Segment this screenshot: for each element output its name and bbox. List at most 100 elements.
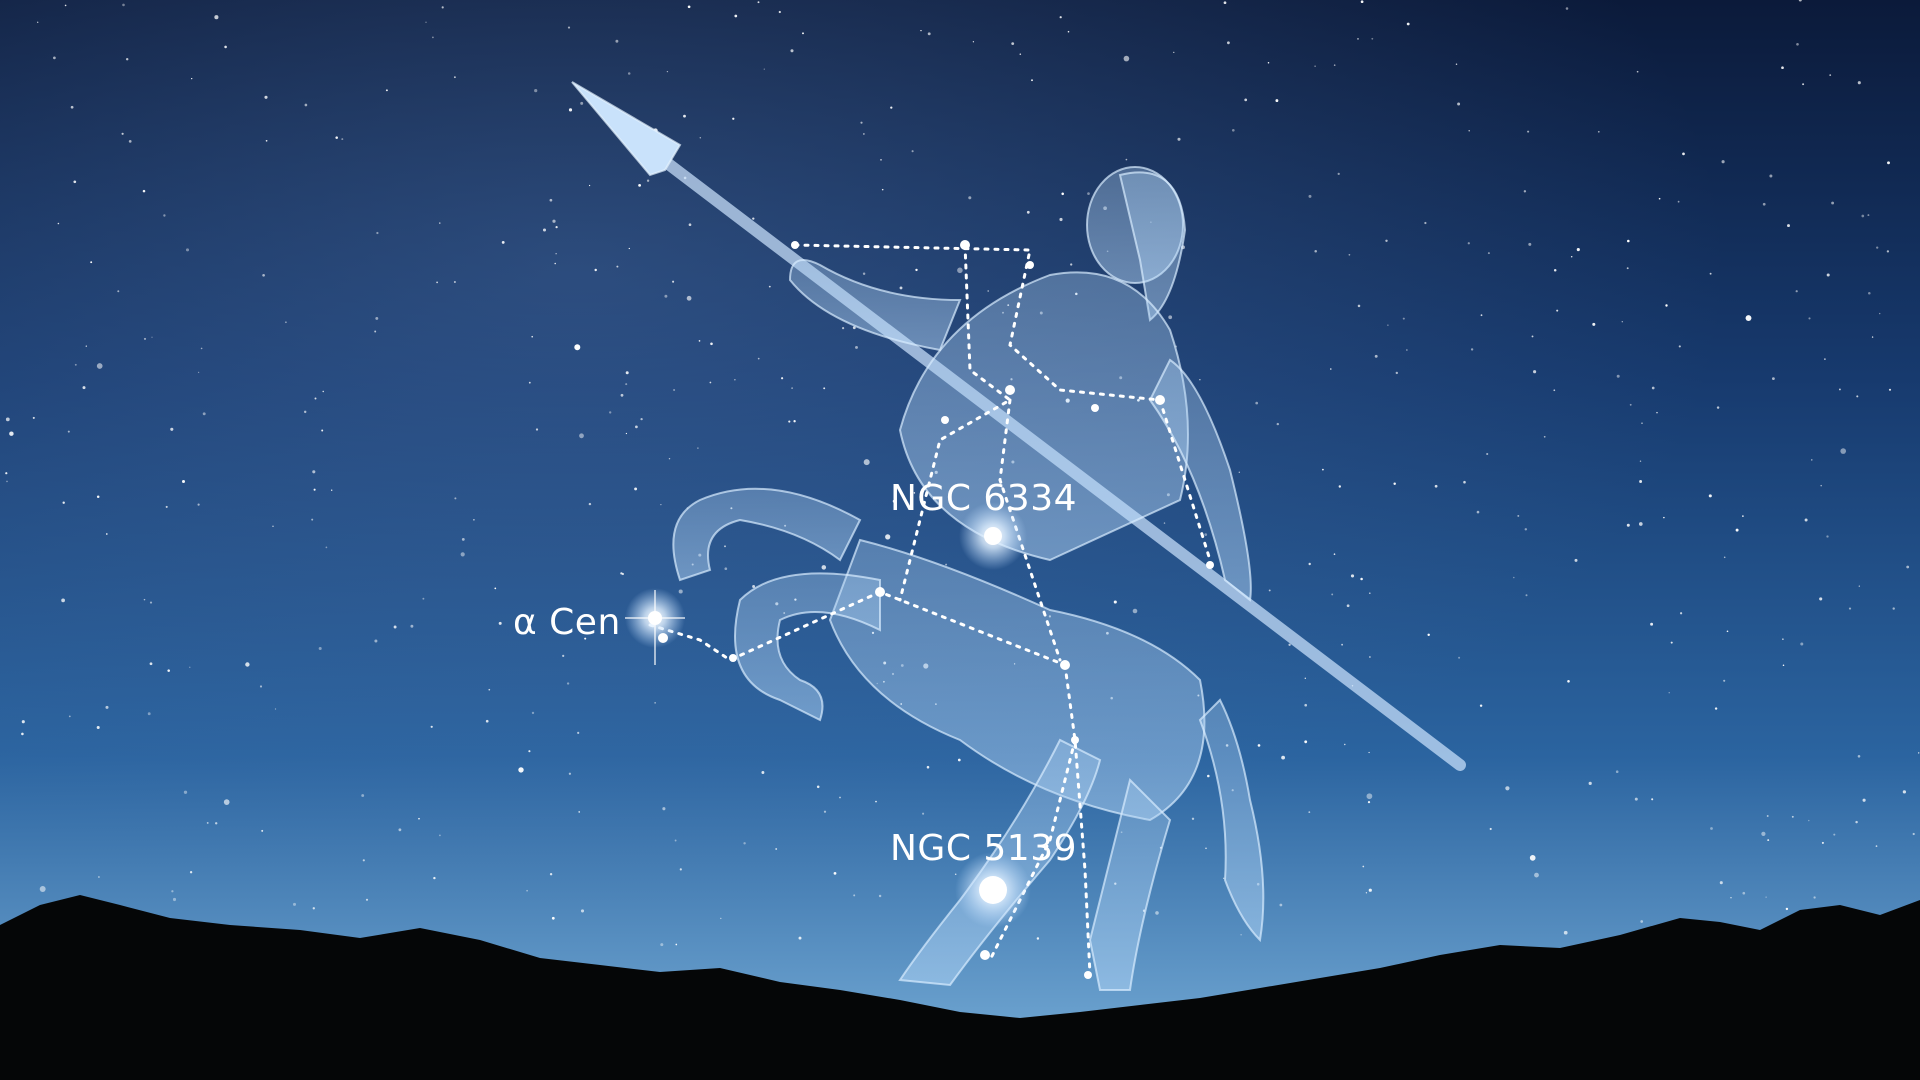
background-star — [1716, 406, 1720, 409]
background-star — [1663, 516, 1665, 519]
background-star — [418, 817, 420, 820]
background-star — [1553, 389, 1556, 392]
background-star — [1800, 642, 1804, 646]
background-star — [821, 565, 827, 570]
background-star — [432, 36, 434, 39]
background-star — [1357, 304, 1361, 308]
background-star — [1344, 743, 1346, 746]
star — [791, 241, 799, 249]
background-star — [1424, 221, 1427, 225]
background-star — [1489, 827, 1492, 831]
background-star — [1524, 528, 1528, 531]
background-star — [654, 702, 656, 704]
background-star — [331, 489, 333, 491]
background-star — [675, 943, 678, 946]
background-star — [1868, 291, 1871, 295]
background-star — [67, 430, 70, 433]
background-star — [664, 294, 668, 298]
background-star — [96, 495, 100, 498]
background-star — [833, 872, 837, 875]
background-star — [1563, 930, 1568, 935]
background-star — [292, 902, 297, 906]
background-star — [37, 21, 39, 23]
background-star — [554, 262, 556, 265]
background-star — [1682, 152, 1685, 156]
background-star — [588, 502, 592, 506]
background-star — [1346, 604, 1350, 608]
background-star — [1826, 273, 1830, 277]
background-star — [1333, 553, 1336, 555]
centaur-right-arm — [1148, 358, 1252, 602]
background-star — [82, 386, 86, 390]
star — [1206, 561, 1214, 569]
background-star — [1533, 370, 1537, 374]
background-star — [863, 133, 865, 135]
background-star — [1567, 680, 1570, 683]
background-star — [1026, 210, 1030, 214]
background-star — [322, 390, 324, 393]
background-star — [1360, 0, 1364, 4]
background-star — [172, 897, 177, 902]
background-star — [922, 812, 925, 815]
background-star — [1123, 55, 1130, 62]
background-star — [125, 57, 129, 61]
background-star — [1879, 312, 1881, 315]
background-star — [1513, 576, 1515, 579]
background-star — [1338, 485, 1341, 488]
ngc-6334-glow — [959, 502, 1027, 570]
background-star — [913, 492, 916, 494]
background-star — [531, 711, 535, 715]
background-star — [1871, 336, 1874, 338]
background-star — [1059, 16, 1062, 19]
background-star — [1458, 656, 1461, 659]
background-star — [460, 552, 465, 557]
background-star — [863, 459, 870, 466]
background-star — [1207, 774, 1210, 778]
background-star — [757, 1, 760, 4]
background-star — [1357, 38, 1359, 40]
background-star — [461, 538, 465, 541]
background-star — [1276, 422, 1280, 426]
background-star — [1782, 664, 1785, 667]
background-star — [1155, 911, 1159, 915]
background-star — [1708, 494, 1712, 498]
background-star — [285, 321, 287, 324]
label-alpha-cen: α Cen — [513, 602, 621, 643]
background-star — [105, 705, 109, 709]
background-star — [1791, 815, 1794, 818]
background-star — [1067, 30, 1070, 33]
background-star — [816, 785, 820, 789]
background-star — [1348, 253, 1351, 256]
background-star — [149, 662, 153, 666]
background-star — [1709, 272, 1712, 275]
star — [1005, 385, 1015, 395]
background-star — [1615, 770, 1619, 773]
background-star — [1616, 374, 1620, 378]
background-star — [1855, 820, 1858, 824]
background-star — [1556, 309, 1559, 312]
background-star — [1011, 42, 1015, 45]
background-star — [852, 326, 856, 330]
background-star — [679, 868, 682, 871]
background-star — [839, 796, 841, 799]
background-star — [425, 21, 427, 23]
background-star — [620, 393, 624, 397]
background-star — [878, 894, 882, 898]
background-star — [1833, 833, 1836, 836]
background-star — [1639, 460, 1642, 462]
background-star — [880, 159, 882, 161]
background-star — [660, 503, 662, 506]
background-star — [1892, 607, 1895, 610]
background-star — [528, 750, 531, 753]
background-star — [90, 261, 93, 264]
background-star — [1267, 61, 1270, 64]
background-star — [1468, 130, 1470, 132]
background-star — [439, 222, 441, 224]
background-star — [70, 105, 74, 109]
background-star — [73, 180, 77, 184]
background-star — [1476, 510, 1480, 514]
background-star — [1367, 801, 1371, 804]
background-star — [1886, 250, 1890, 253]
background-star — [899, 286, 903, 290]
background-star — [1268, 589, 1271, 592]
